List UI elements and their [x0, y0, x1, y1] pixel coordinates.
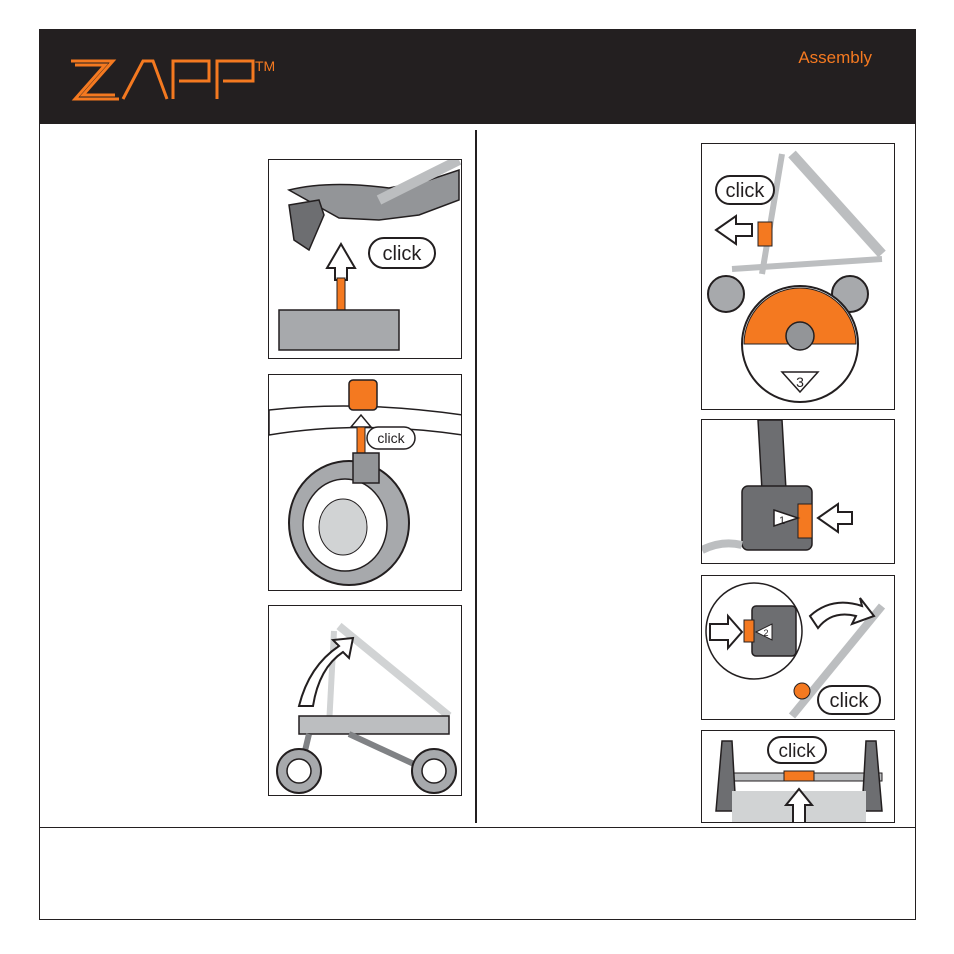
click-label: click — [830, 690, 870, 712]
page-header: TM Assembly — [39, 29, 916, 124]
click-label: click — [383, 243, 423, 265]
illustration-handlebar: click — [701, 730, 895, 823]
arrow-left-icon — [716, 216, 752, 244]
trademark-label: TM — [255, 58, 275, 74]
illustration-seat-bracket: click — [268, 159, 462, 359]
step-2-label: 2 — [763, 628, 768, 638]
illustration-hinge-lock: 1 — [701, 419, 895, 564]
arrow-up-icon — [327, 244, 355, 280]
click-label: click — [377, 430, 405, 446]
click-label: click — [779, 741, 816, 762]
illustration-unfold-frame — [268, 605, 462, 796]
illustration-handle-lock: 2 click — [701, 575, 895, 720]
wheel-icon — [708, 276, 744, 312]
section-title: Assembly — [798, 48, 872, 68]
footer-divider — [39, 827, 916, 828]
column-divider — [475, 130, 477, 823]
illustration-front-wheel: click — [268, 374, 462, 591]
step-3-label: 3 — [796, 374, 804, 390]
click-label: click — [726, 180, 766, 202]
rotate-arrow-icon — [299, 638, 353, 706]
arrow-left-icon — [818, 504, 852, 532]
step-1-label: 1 — [779, 515, 785, 527]
zapp-logo: TM — [67, 53, 277, 103]
illustration-rear-wheel-hub: click 3 — [701, 143, 895, 410]
bracket-icon — [289, 200, 324, 250]
